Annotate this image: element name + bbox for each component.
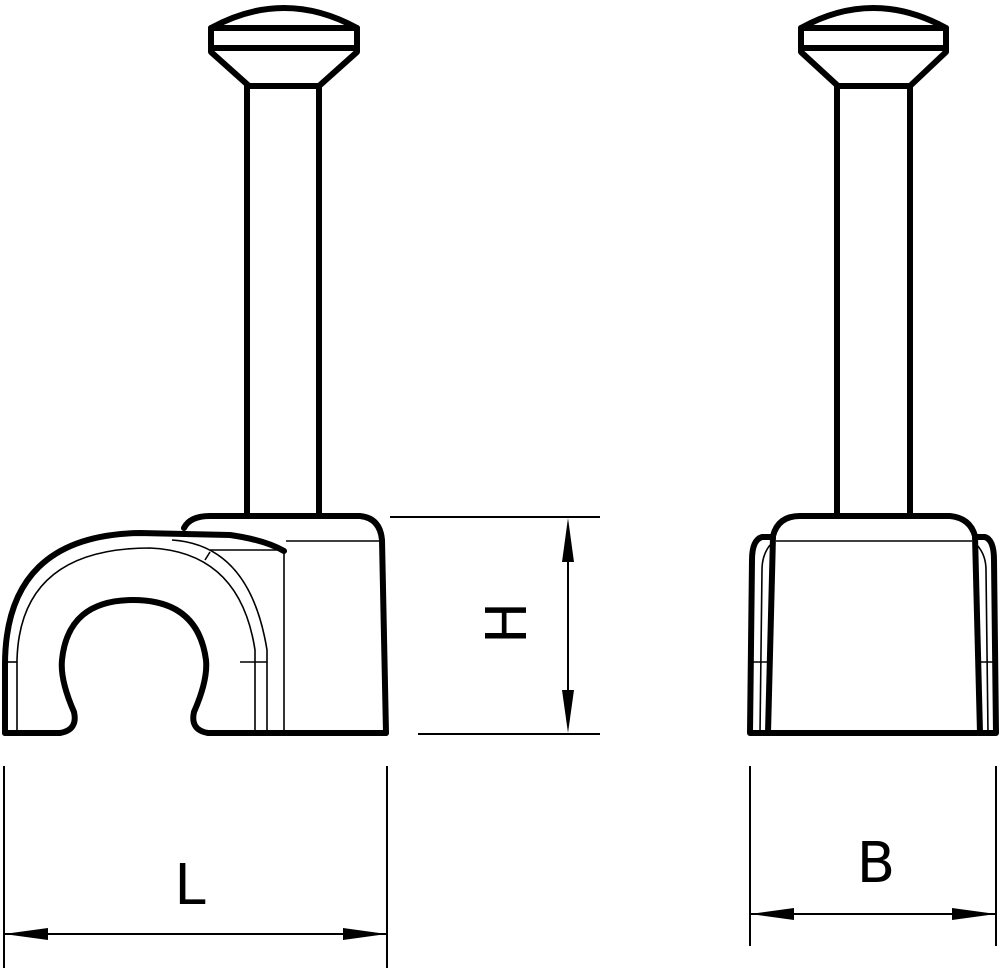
- front-view: [747, 5, 999, 736]
- width-dimension: B: [749, 766, 997, 946]
- length-label: L: [174, 853, 205, 918]
- nail-head-front: [798, 5, 949, 89]
- clip-arch-side: [2, 530, 389, 736]
- nail-shank-front: [834, 83, 913, 519]
- height-label: H: [475, 602, 540, 644]
- nail-shank-side: [244, 83, 322, 519]
- svg-text:H: H: [475, 602, 540, 644]
- side-view: [2, 5, 389, 736]
- nail-head-side: [208, 5, 360, 89]
- length-dimension: L: [3, 766, 388, 968]
- clip-body-front: [747, 513, 999, 736]
- height-dimension: H: [390, 516, 600, 735]
- clip-block-side: [181, 513, 389, 736]
- width-label: B: [857, 831, 895, 896]
